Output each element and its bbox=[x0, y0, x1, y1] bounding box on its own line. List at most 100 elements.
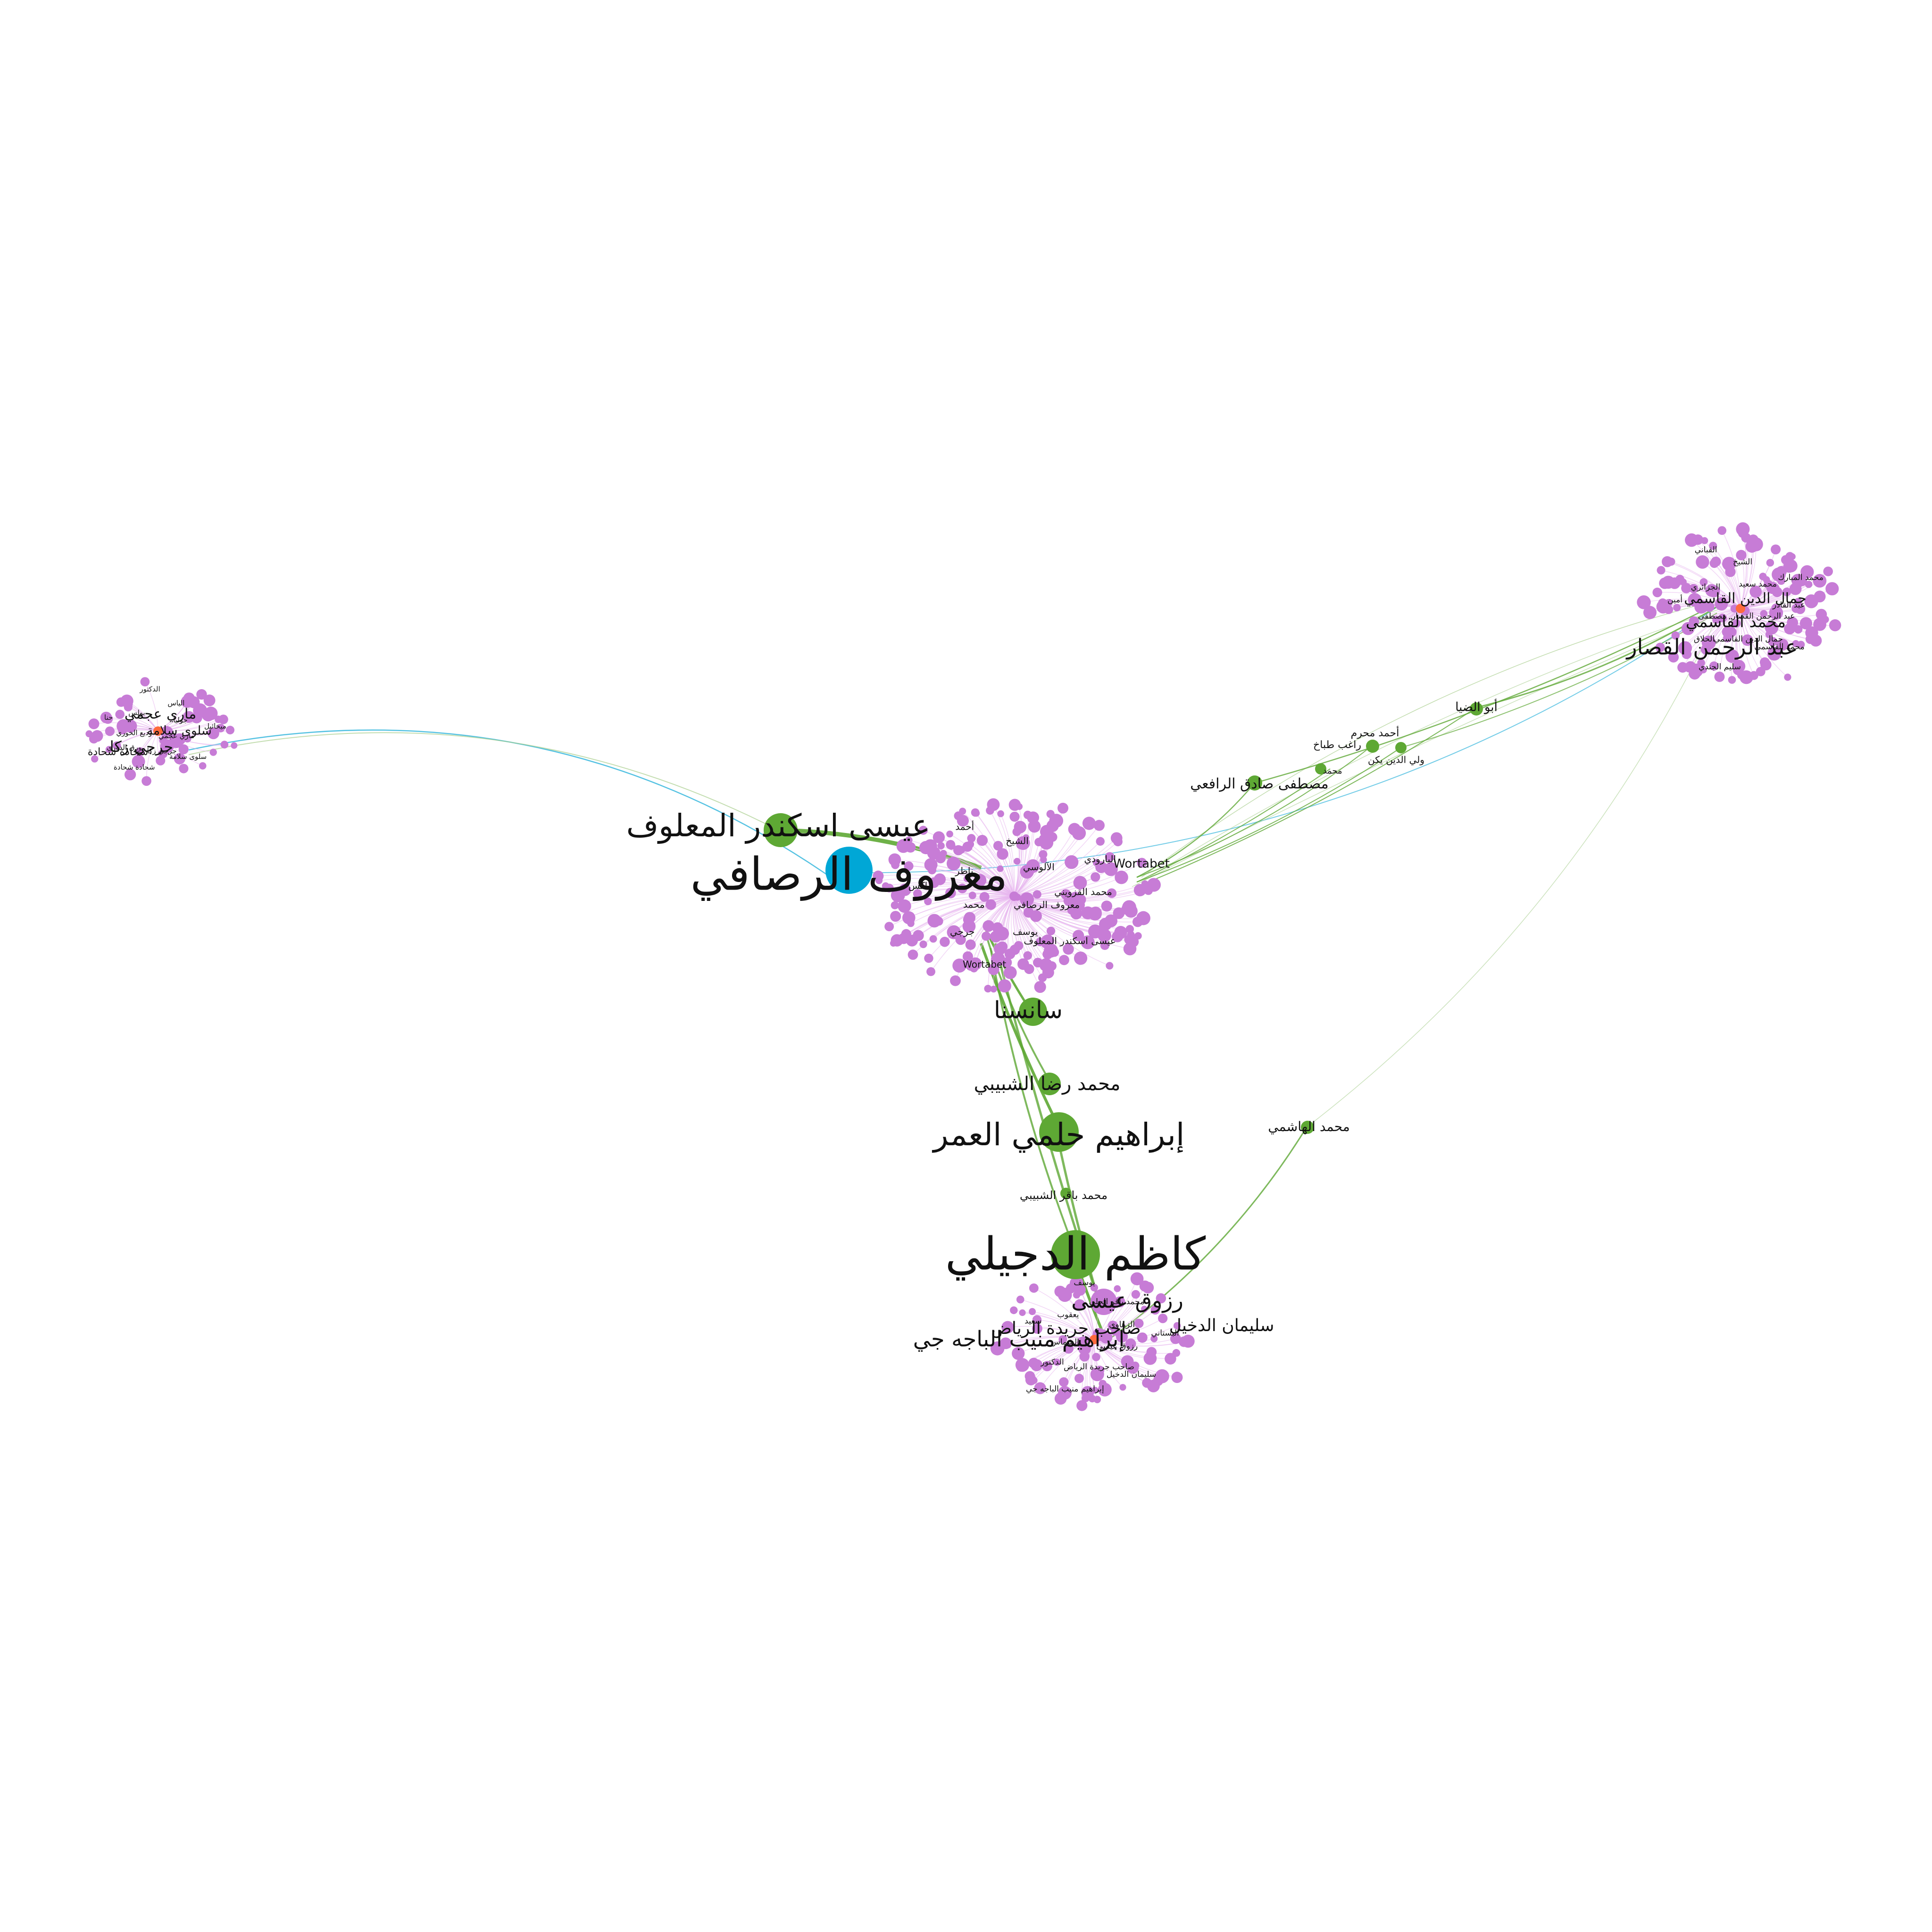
member-node[interactable] bbox=[1039, 850, 1048, 859]
member-node[interactable] bbox=[1137, 1332, 1148, 1343]
member-node[interactable] bbox=[1046, 810, 1055, 818]
member-node[interactable] bbox=[1130, 1272, 1144, 1285]
member-node[interactable] bbox=[963, 875, 971, 883]
member-node[interactable] bbox=[1125, 925, 1134, 933]
member-node[interactable] bbox=[208, 727, 219, 740]
member-node[interactable] bbox=[1701, 635, 1716, 650]
member-node[interactable] bbox=[1081, 906, 1094, 920]
member-node[interactable] bbox=[945, 887, 956, 899]
member-node[interactable] bbox=[1133, 884, 1147, 897]
member-node[interactable] bbox=[1147, 1379, 1160, 1392]
member-node[interactable] bbox=[1053, 1358, 1061, 1366]
member-node[interactable] bbox=[1696, 555, 1709, 569]
member-node[interactable] bbox=[986, 806, 994, 815]
member-node[interactable] bbox=[1058, 1386, 1072, 1400]
member-node[interactable] bbox=[985, 899, 996, 910]
member-node[interactable] bbox=[1034, 981, 1046, 993]
bridge-node-hashimi[interactable] bbox=[1301, 1121, 1314, 1134]
member-node[interactable] bbox=[1662, 575, 1675, 589]
member-node[interactable] bbox=[1030, 1377, 1038, 1384]
member-node[interactable] bbox=[991, 952, 1005, 966]
member-node[interactable] bbox=[203, 694, 216, 707]
member-node[interactable] bbox=[1134, 1318, 1144, 1328]
member-node[interactable] bbox=[1093, 859, 1100, 866]
member-node[interactable] bbox=[1042, 1361, 1053, 1372]
member-node[interactable] bbox=[1048, 832, 1058, 842]
member-node[interactable] bbox=[1113, 907, 1125, 919]
member-node[interactable] bbox=[1020, 892, 1034, 907]
member-node[interactable] bbox=[908, 949, 918, 960]
member-node[interactable] bbox=[1072, 1280, 1082, 1290]
member-node[interactable] bbox=[105, 726, 115, 736]
member-node[interactable] bbox=[1009, 811, 1020, 822]
member-node[interactable] bbox=[117, 724, 128, 734]
member-node[interactable] bbox=[1095, 1366, 1105, 1375]
member-node[interactable] bbox=[904, 861, 914, 871]
member-node[interactable] bbox=[1715, 597, 1728, 611]
member-node[interactable] bbox=[1010, 1306, 1018, 1315]
member-node[interactable] bbox=[1749, 585, 1762, 598]
bridge-node-umar[interactable] bbox=[1039, 1112, 1079, 1152]
member-node[interactable] bbox=[193, 703, 207, 717]
member-node[interactable] bbox=[1101, 900, 1113, 912]
member-node[interactable] bbox=[1800, 565, 1814, 579]
member-node[interactable] bbox=[1042, 949, 1053, 959]
member-node[interactable] bbox=[1073, 930, 1084, 941]
member-node[interactable] bbox=[1165, 1353, 1176, 1365]
member-node[interactable] bbox=[924, 858, 938, 872]
member-node[interactable] bbox=[1784, 623, 1796, 635]
member-node[interactable] bbox=[946, 857, 961, 871]
member-node[interactable] bbox=[1074, 951, 1088, 965]
member-node[interactable] bbox=[132, 755, 145, 768]
member-node[interactable] bbox=[919, 940, 927, 949]
member-node[interactable] bbox=[91, 755, 99, 763]
member-node[interactable] bbox=[1092, 1353, 1100, 1361]
member-node[interactable] bbox=[1042, 966, 1054, 979]
member-node[interactable] bbox=[1079, 1342, 1088, 1351]
member-node[interactable] bbox=[1707, 584, 1715, 592]
member-node[interactable] bbox=[179, 764, 189, 774]
bridge-node-sansana[interactable] bbox=[1019, 998, 1047, 1026]
member-node[interactable] bbox=[1657, 566, 1666, 575]
hub-node-rusafi[interactable] bbox=[825, 847, 873, 894]
member-node[interactable] bbox=[974, 874, 987, 887]
member-node[interactable] bbox=[979, 891, 990, 902]
member-node[interactable] bbox=[997, 946, 1005, 953]
member-node[interactable] bbox=[1146, 1347, 1157, 1357]
member-node[interactable] bbox=[875, 877, 883, 884]
member-node[interactable] bbox=[1082, 1394, 1090, 1402]
member-node[interactable] bbox=[1805, 634, 1815, 644]
member-node[interactable] bbox=[1813, 574, 1827, 588]
member-node[interactable] bbox=[160, 726, 174, 739]
member-node[interactable] bbox=[1637, 595, 1651, 609]
member-node[interactable] bbox=[1681, 583, 1692, 593]
member-node[interactable] bbox=[928, 877, 940, 888]
member-node[interactable] bbox=[115, 709, 125, 719]
member-node[interactable] bbox=[1016, 836, 1030, 850]
cluster-center-node[interactable] bbox=[1736, 604, 1745, 613]
member-node[interactable] bbox=[1678, 641, 1692, 655]
member-node[interactable] bbox=[1026, 859, 1040, 873]
member-node[interactable] bbox=[1675, 575, 1684, 584]
member-node[interactable] bbox=[1668, 652, 1679, 663]
member-node[interactable] bbox=[196, 689, 207, 700]
member-node[interactable] bbox=[1075, 894, 1086, 905]
member-node[interactable] bbox=[1099, 1331, 1113, 1344]
member-node[interactable] bbox=[1098, 1382, 1112, 1397]
member-node[interactable] bbox=[1789, 553, 1796, 560]
member-node[interactable] bbox=[1016, 1295, 1024, 1304]
member-node[interactable] bbox=[1662, 556, 1673, 567]
member-node[interactable] bbox=[890, 911, 901, 922]
member-node[interactable] bbox=[1131, 1290, 1141, 1299]
member-node[interactable] bbox=[1139, 1280, 1151, 1292]
member-node[interactable] bbox=[1766, 558, 1774, 567]
member-node[interactable] bbox=[998, 979, 1011, 993]
member-node[interactable] bbox=[940, 937, 950, 947]
member-node[interactable] bbox=[1028, 820, 1041, 833]
cluster-center-node[interactable] bbox=[1009, 891, 1019, 901]
member-node[interactable] bbox=[199, 762, 207, 770]
member-node[interactable] bbox=[1106, 962, 1114, 970]
member-node[interactable] bbox=[997, 848, 1008, 860]
member-node[interactable] bbox=[983, 920, 995, 932]
member-node[interactable] bbox=[1699, 666, 1707, 674]
